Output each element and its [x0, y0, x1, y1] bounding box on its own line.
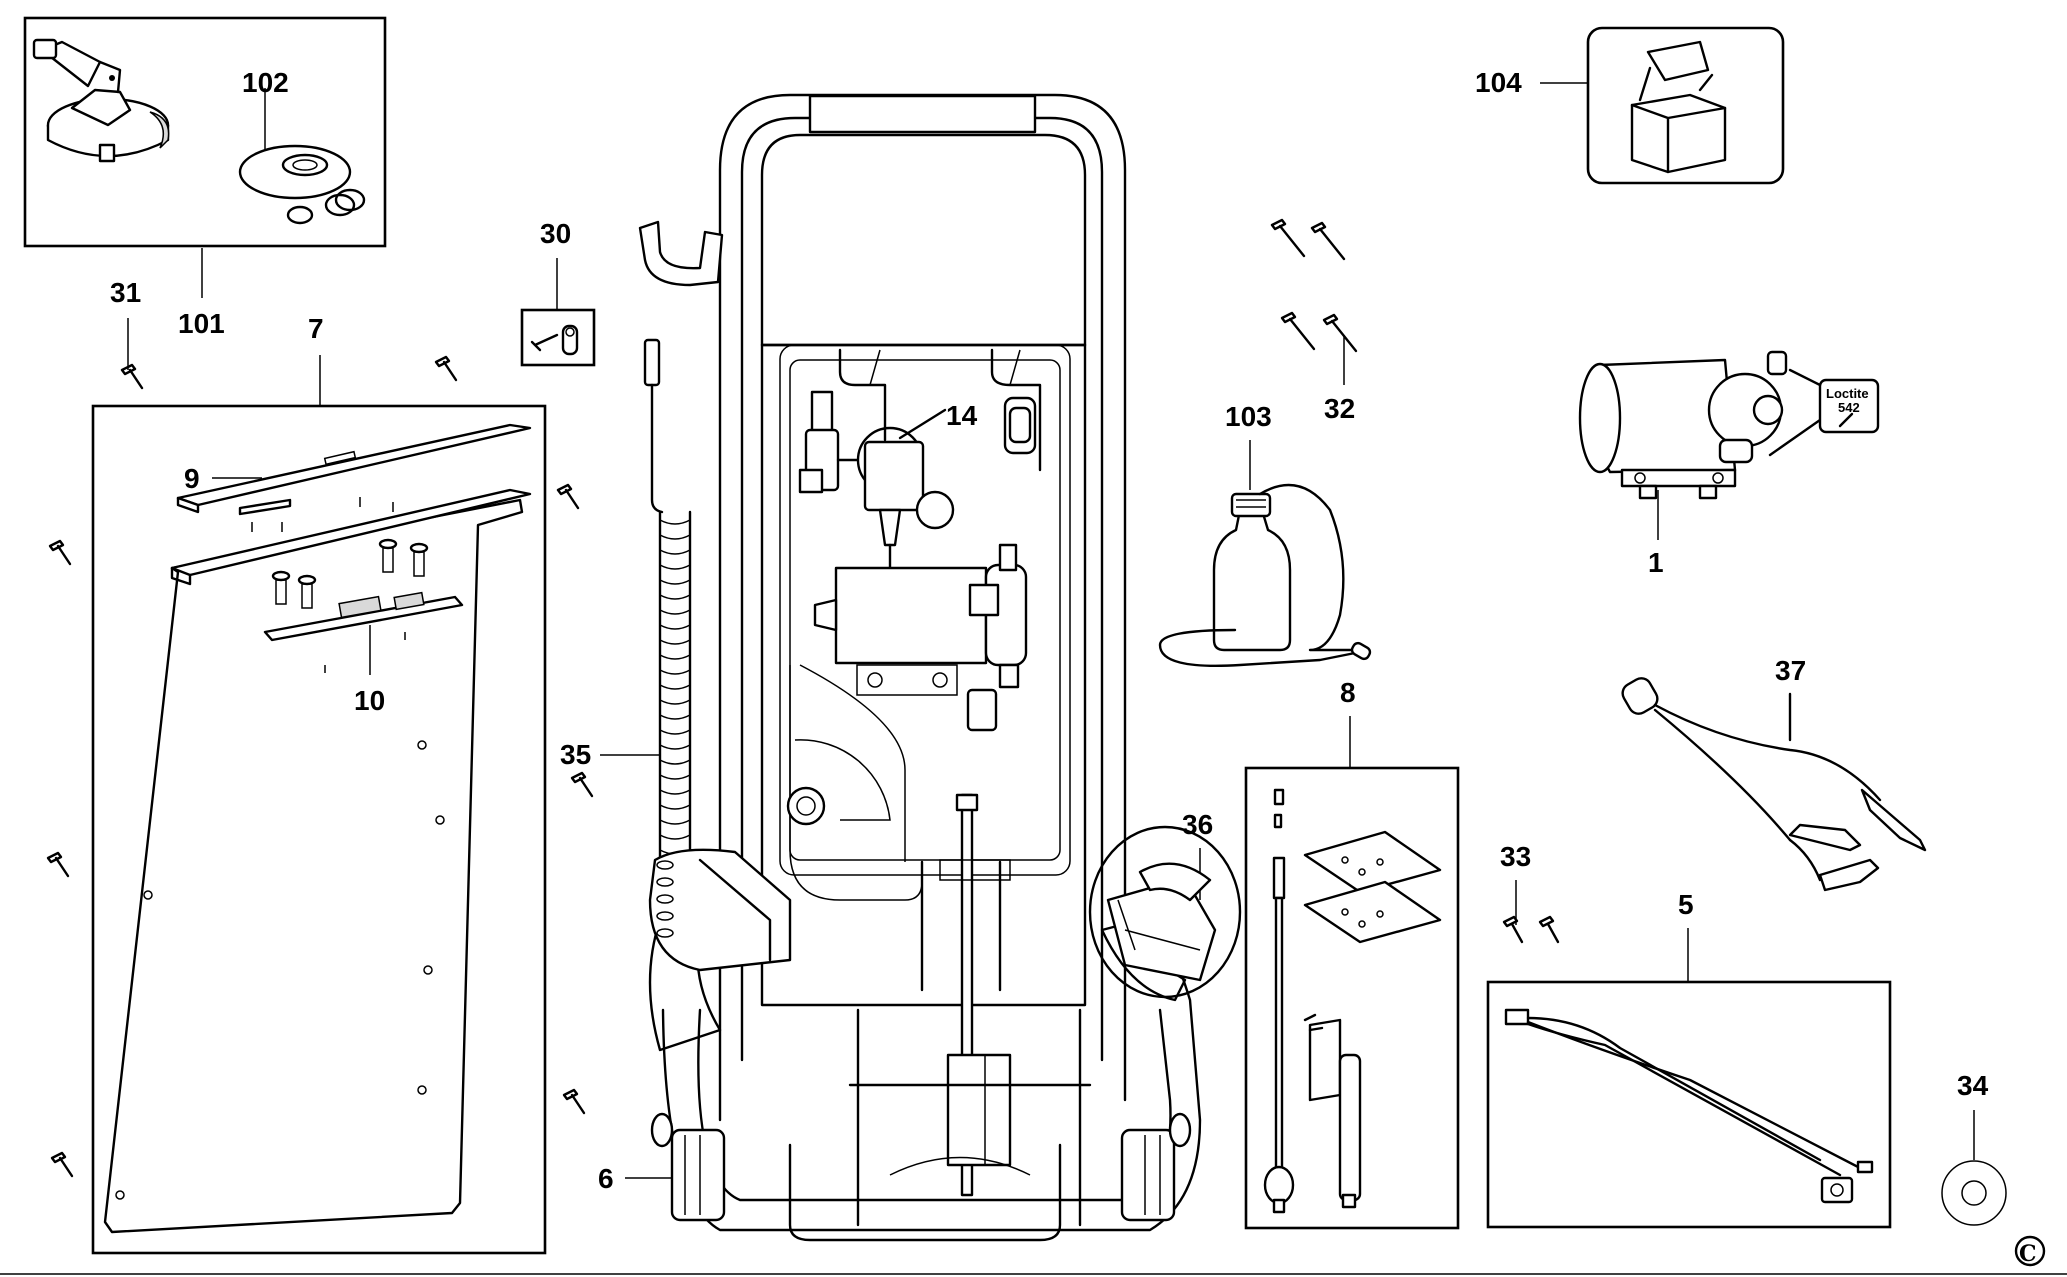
main-unit-housing: 14: [598, 93, 1202, 1242]
part-32-screws: 32: [1270, 218, 1358, 424]
loctite-number: 542: [1838, 400, 1860, 415]
part-31-screws: 31: [46, 277, 594, 1178]
label-35: 35: [560, 739, 591, 770]
part-1-pump-motor: 1 Loctite 542: [1578, 350, 1880, 578]
part-5-wiring-harness: 5: [1486, 889, 1892, 1229]
pcb-standoffs: [251, 497, 429, 609]
label-6: 6: [598, 1163, 614, 1194]
label-103: 103: [1225, 401, 1272, 432]
label-32: 32: [1324, 393, 1355, 424]
part-14-valve-block: 14: [798, 348, 1042, 570]
part-37-clip-cable: 37: [1621, 655, 1927, 892]
label-7: 7: [308, 313, 324, 344]
label-30: 30: [540, 218, 571, 249]
label-101: 101: [178, 308, 225, 339]
label-33: 33: [1500, 841, 1531, 872]
part-103-bottle: 103: [1158, 401, 1372, 667]
label-104: 104: [1475, 67, 1522, 98]
label-34: 34: [1957, 1070, 1989, 1101]
label-1: 1: [1648, 547, 1664, 578]
part-34-washer: 34: [1941, 1070, 2007, 1226]
pump-assembly: [813, 543, 1028, 732]
label-8: 8: [1340, 677, 1356, 708]
part-36-holder: 36: [1088, 809, 1242, 999]
side-cover-panel: [103, 498, 524, 1234]
label-5: 5: [1678, 889, 1694, 920]
label-31: 31: [110, 277, 141, 308]
part-10-circuit-board: 10: [263, 591, 464, 716]
copyright-symbol: C: [2014, 1235, 2046, 1267]
part-104-packaging: 104: [1475, 26, 1785, 185]
part-6-wheel: 6: [598, 1112, 726, 1222]
part-9-bracket: 9: [176, 423, 532, 516]
copyright-letter: C: [2019, 1241, 2037, 1267]
part-33-screws: 33: [1500, 841, 1560, 944]
part-101-adapter: [32, 38, 170, 163]
loctite-tag: [1818, 378, 1880, 434]
part-35-coiled-hose: 35: [560, 338, 792, 972]
loctite-label: Loctite: [1826, 386, 1869, 401]
part-102-seal-kit: 102: [238, 67, 366, 225]
label-37: 37: [1775, 655, 1806, 686]
part-7-panel-box: 7 9: [91, 313, 547, 1255]
label-14: 14: [946, 400, 978, 431]
part-30: 30: [520, 218, 596, 367]
label-102: 102: [242, 67, 289, 98]
label-9: 9: [184, 463, 200, 494]
part-101-box: 102 101: [23, 16, 387, 339]
part-8-float-kit: 8: [1244, 677, 1460, 1230]
label-10: 10: [354, 685, 385, 716]
panel-holes: [115, 740, 445, 1200]
